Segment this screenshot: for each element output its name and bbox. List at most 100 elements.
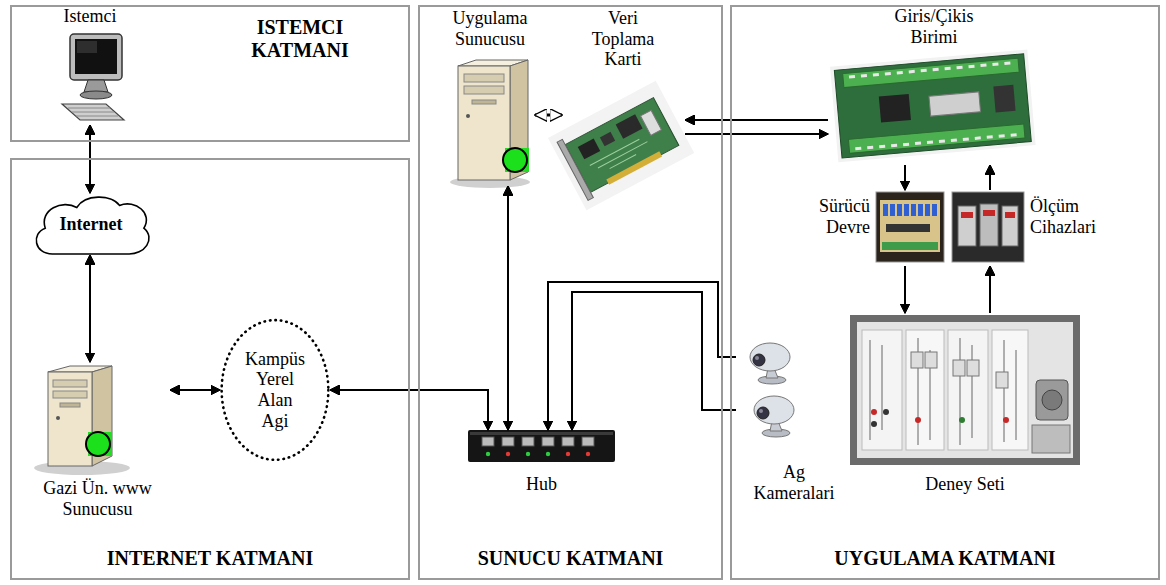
network-camera-icon-part	[759, 409, 763, 413]
hub-icon-part	[566, 452, 570, 456]
hub-icon-part	[506, 452, 510, 456]
driver-circuit-photo-part	[918, 204, 923, 216]
server-tower-icon-part	[464, 74, 504, 82]
acquisition-card-photo	[548, 81, 694, 211]
dotted-circle	[222, 320, 329, 460]
experiment-set-photo-part	[857, 322, 1073, 458]
web-server: Gazi Ün. www Sunucusu	[25, 362, 170, 540]
connector-arrow	[989, 165, 991, 190]
driver-circuit-photo	[876, 192, 944, 262]
io-board-photo-part	[830, 49, 1036, 162]
server-tower-icon-part	[472, 100, 496, 104]
layer-panel: UYGULAMA KATMANI Giris/Çikis BirimiSürücü…	[730, 5, 1160, 580]
io-board-photo-part	[848, 124, 1025, 153]
node-label: Uygulama Sunucusu	[445, 8, 535, 49]
experiment-set-photo-part	[871, 409, 877, 415]
acquisition-card-photo-part	[578, 139, 600, 160]
experiment-set-photo-part	[911, 352, 923, 368]
measurement-devices-photo-part	[983, 210, 995, 216]
acquisition-card-photo-part	[590, 136, 650, 176]
experiment-set-photo-part	[1032, 425, 1070, 453]
driver-circuit: Sürücü Devre	[770, 190, 947, 266]
node-label: Sürücü Devre	[800, 196, 870, 237]
layer-panel: SUNUCU KATMANIUygulama SunucusuVeri Topl…	[418, 5, 723, 580]
campus-network: Kampüs Yerel Alan Agi	[220, 318, 330, 462]
hub-icon-part	[482, 437, 494, 446]
hub-icon	[468, 430, 615, 462]
acquisition-card-photo-part	[548, 81, 694, 211]
driver-circuit-photo-part	[880, 200, 940, 252]
driver-circuit-photo-part	[897, 204, 902, 216]
io-board-photo-part	[834, 54, 1031, 158]
computer-icon-part	[77, 41, 97, 53]
data-acquisition-card: Veri Toplama Karti	[562, 6, 685, 202]
experiment-set-photo-part	[953, 360, 965, 376]
internet-cloud: Internet	[30, 193, 152, 255]
layer-title: INTERNET KATMANI	[12, 547, 408, 570]
network-camera-icon-part	[757, 407, 769, 419]
network-camera-icon-part	[755, 356, 759, 360]
driver-circuit-photo-part	[932, 204, 937, 216]
hub-icon-part	[526, 452, 530, 456]
io-board-photo-part	[843, 58, 1020, 87]
network-camera-icon-part	[753, 354, 765, 366]
node-label: Veri Toplama Karti	[583, 8, 663, 70]
server-tower-icon-part	[503, 148, 527, 172]
server-tower-icon-part	[48, 372, 92, 466]
acquisition-card-photo-part	[600, 132, 615, 146]
experiment-set-photo-part	[959, 417, 965, 423]
io-board-photo-part	[855, 135, 1016, 149]
node-label: Hub	[466, 474, 617, 495]
experiment-set-photo-part	[1003, 417, 1009, 423]
layer-title: ISTEMCI KATMANI	[232, 16, 368, 62]
experiment-set-photo-part	[915, 417, 921, 423]
io-board-photo-part	[993, 85, 1015, 113]
experiment-set-photo-part	[992, 330, 1028, 450]
server-tower-icon-part	[86, 432, 110, 456]
acquisition-card-photo-part	[641, 110, 662, 135]
computer-icon-part	[62, 104, 124, 120]
node-label: Istemci	[40, 6, 140, 27]
experiment-set-photo-part	[1042, 390, 1062, 410]
measurement-devices-photo	[952, 192, 1024, 262]
hub-icon-part	[470, 432, 613, 435]
experiment-set-photo-part	[906, 330, 944, 450]
layer-title: UYGULAMA KATMANI	[732, 547, 1158, 570]
experiment-set-photo-part	[967, 360, 979, 376]
network-camera-icon	[754, 396, 794, 437]
experiment-set-photo-part	[1036, 380, 1068, 420]
client-computer: Istemci	[40, 5, 140, 125]
driver-circuit-photo-part	[890, 204, 895, 216]
experiment-set-photo	[850, 315, 1080, 465]
experiment-set-photo-part	[850, 315, 1080, 465]
experiment-set-photo-part	[948, 330, 988, 450]
server-tower-icon-part	[53, 391, 87, 398]
driver-circuit-photo-part	[925, 204, 930, 216]
computer-icon-part	[70, 34, 122, 80]
hub-icon-part	[582, 437, 594, 446]
acquisition-card-photo-part	[616, 114, 643, 138]
connector-arrow	[572, 292, 736, 430]
io-board-photo-part	[849, 63, 1010, 77]
network-camera-icon	[750, 343, 790, 384]
network-cameras: Ag Kameralari	[736, 343, 846, 513]
server-tower-icon-part	[466, 114, 470, 118]
cloud-outline	[36, 197, 149, 254]
hub-icon-part	[586, 452, 590, 456]
connector-arrow	[507, 186, 509, 430]
connector-arrow	[535, 114, 562, 117]
driver-circuit-photo-part	[904, 204, 909, 216]
computer-icon-part	[75, 39, 117, 74]
measurement-devices-photo-part	[1005, 212, 1015, 218]
layer-panel: ISTEMCI KATMANI Istemci	[10, 5, 410, 142]
computer-icon	[62, 34, 124, 120]
connector-arrow	[904, 165, 906, 190]
hub-icon-part	[486, 452, 490, 456]
server-tower-icon-part	[53, 380, 87, 387]
node-label: Kampüs Yerel Alan Agi	[243, 349, 307, 432]
experiment-set-photo-part	[996, 372, 1008, 388]
server-tower-icon	[450, 60, 530, 188]
io-unit: Giris/Çikis Birimi	[828, 5, 1040, 165]
driver-circuit-photo-part	[883, 204, 888, 216]
